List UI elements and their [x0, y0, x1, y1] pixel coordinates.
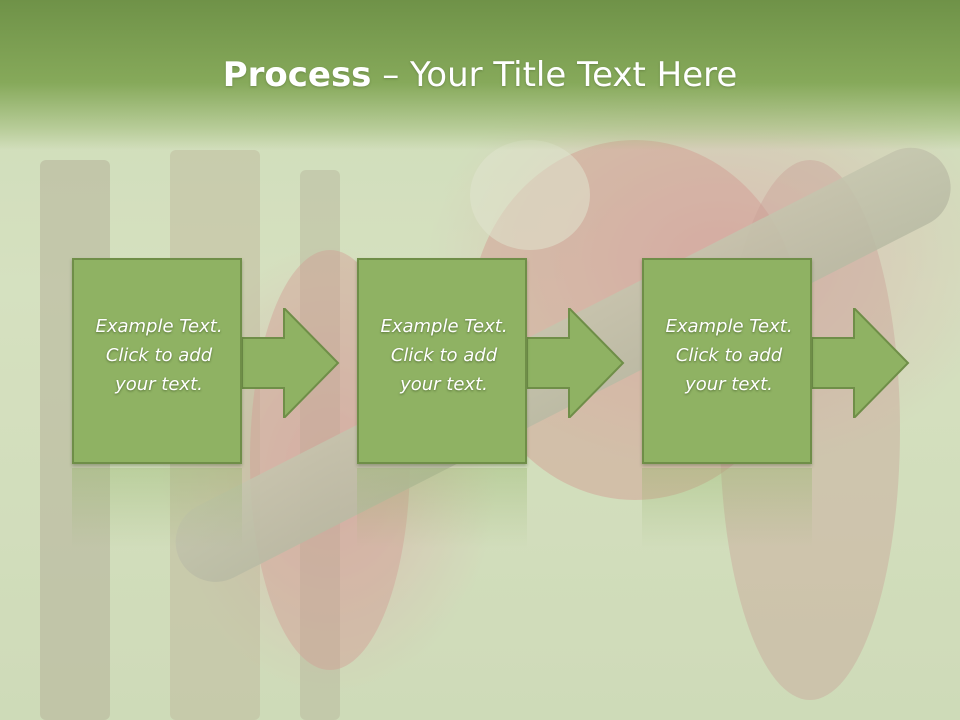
step-text: Example Text. Click to add your text.: [665, 316, 793, 395]
step-text: Example Text. Click to add your text.: [95, 316, 223, 395]
arrow-right-icon: [812, 308, 910, 418]
step-box[interactable]: Example Text. Click to add your text.: [72, 258, 242, 464]
step-box[interactable]: Example Text. Click to add your text.: [357, 258, 527, 464]
slide-title[interactable]: Process – Your Title Text Here: [0, 52, 960, 98]
title-rest: – Your Title Text Here: [371, 55, 738, 95]
arrow-right-icon: [242, 308, 340, 418]
title-bold: Process: [222, 55, 372, 95]
step-box[interactable]: Example Text. Click to add your text.: [642, 258, 812, 464]
step-text: Example Text. Click to add your text.: [380, 316, 508, 395]
arrow-right-icon: [527, 308, 625, 418]
title-band: [0, 0, 960, 150]
